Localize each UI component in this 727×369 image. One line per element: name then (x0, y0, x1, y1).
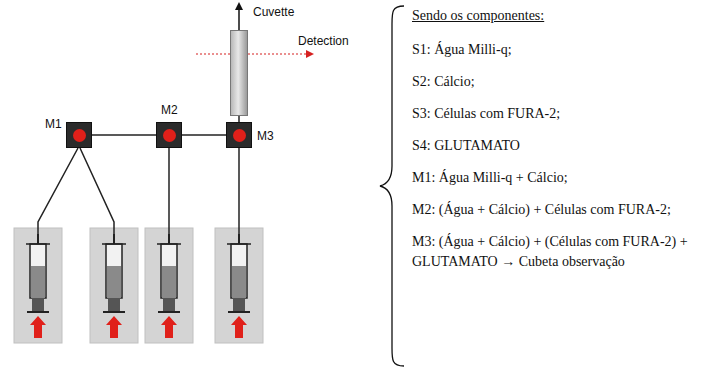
list-heading: Sendo os componentes: (412, 6, 712, 26)
node-label: M3 (257, 129, 274, 143)
node-label: Cuvette (253, 5, 294, 19)
mixer-dot (73, 129, 86, 142)
component-note: S2: Cálcio; (412, 72, 712, 92)
tube-connector (182, 134, 226, 136)
detection-beam (196, 53, 312, 54)
outlet-arrow (238, 6, 240, 30)
syringe-symbol (14, 228, 62, 343)
component-note: M3: (Água + Cálcio) + (Células com FURA-… (412, 232, 712, 272)
mixer-box: M3 (226, 122, 252, 148)
component-list: Sendo os componentes: S1: Água Milli-q; S2… (412, 6, 712, 284)
component-note: S1: Água Milli-q; (412, 40, 712, 60)
mixer-dot (233, 129, 246, 142)
component-note: S4: GLUTAMATO (412, 136, 712, 156)
component-note: M1: Água Milli-q + Cálcio; (412, 168, 712, 188)
node-label: M2 (161, 103, 178, 117)
syringe-symbol (145, 228, 193, 343)
tube-connector (92, 134, 156, 136)
tube-line (38, 148, 78, 234)
curly-bracket (380, 6, 404, 366)
syringe-symbol (215, 228, 263, 343)
tube-line (168, 148, 170, 234)
node-label: M1 (45, 117, 62, 131)
mixer-dot (163, 129, 176, 142)
cuvette-box: Cuvette (230, 30, 248, 116)
mixer-box: M2 (156, 122, 182, 148)
mixer-box: M1 (66, 122, 92, 148)
tube-line (238, 148, 240, 234)
tube-line (80, 148, 114, 234)
component-note: M2: (Água + Cálcio) + Células com FURA-2… (412, 200, 712, 220)
component-note: S3: Células com FURA-2; (412, 104, 712, 124)
syringe-symbol (90, 228, 138, 343)
detection-label: Detection (298, 34, 349, 48)
